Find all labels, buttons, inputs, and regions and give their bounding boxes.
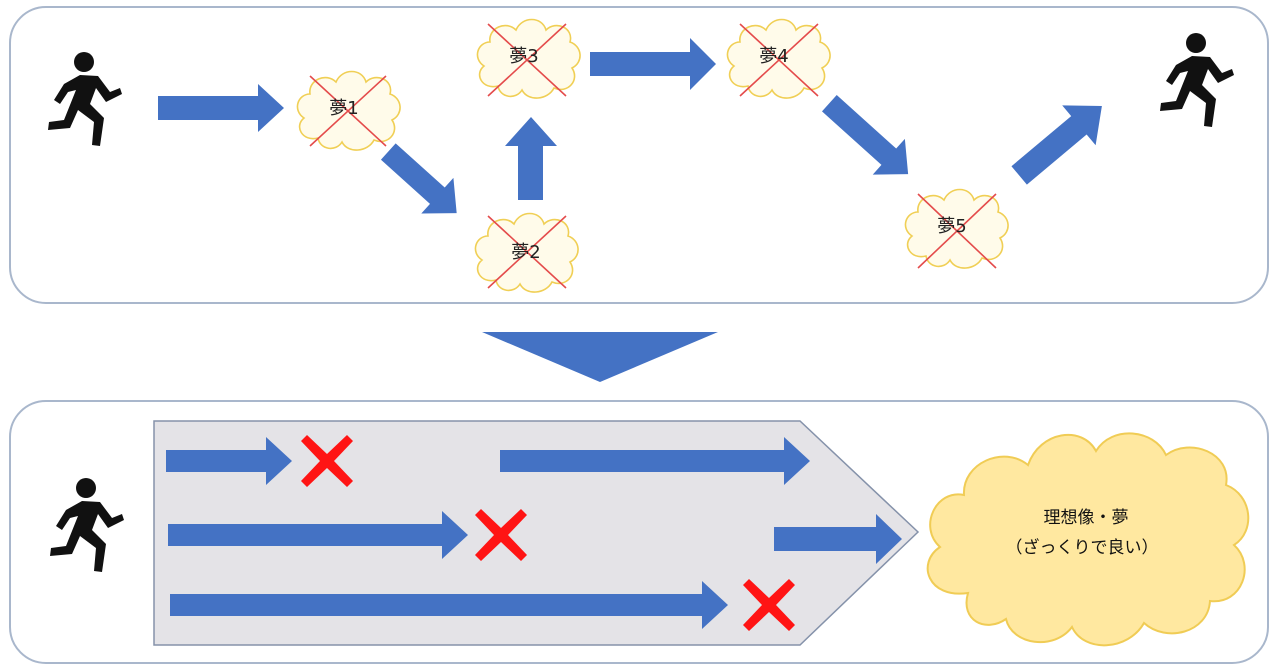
strike-line	[487, 215, 567, 289]
dream-3-cloud: 夢3	[476, 18, 581, 99]
dream-3-label: 夢3	[509, 46, 538, 67]
success-arrow-top	[500, 437, 810, 485]
arrow-start-to-dream1	[158, 84, 284, 132]
strike-line	[309, 75, 387, 147]
arrow-dream1-to-dream2	[380, 143, 457, 214]
top-panel	[9, 6, 1269, 304]
dream-4-label: 夢4	[759, 46, 788, 67]
strike-line	[917, 193, 997, 269]
attempt-arrow-3	[170, 581, 728, 629]
goal-cloud-shape	[926, 432, 1250, 647]
dream-2-label: 夢2	[511, 242, 540, 263]
goal-label-line1: 理想像・夢	[1044, 508, 1129, 528]
arrow-dream3-to-dream4	[590, 38, 716, 90]
transition-arrow-down	[482, 332, 718, 382]
cloud-shape	[904, 188, 1009, 269]
arrow-dream4-to-dream5	[821, 95, 909, 175]
dream-2-cloud: 夢2	[474, 212, 579, 293]
success-arrow-middle	[774, 514, 902, 564]
attempt-arrow-1	[166, 437, 292, 485]
dream-1-label: 夢1	[329, 98, 358, 119]
strike-line	[739, 23, 819, 97]
arrow-dream2-to-dream3	[505, 117, 557, 200]
goal-cloud: 理想像・夢 （ざっくりで良い）	[926, 432, 1250, 647]
dream-4-cloud: 夢4	[726, 18, 831, 99]
attempt-arrow-2	[168, 511, 468, 559]
dream-5-label: 夢5	[937, 216, 966, 237]
strike-line	[487, 23, 567, 97]
arrow-dream5-to-end	[1011, 105, 1102, 185]
dream-1-cloud: 夢1	[296, 70, 401, 151]
goal-label-line2: （ざっくりで良い）	[1006, 537, 1159, 558]
dream-5-cloud: 夢5	[904, 188, 1009, 269]
